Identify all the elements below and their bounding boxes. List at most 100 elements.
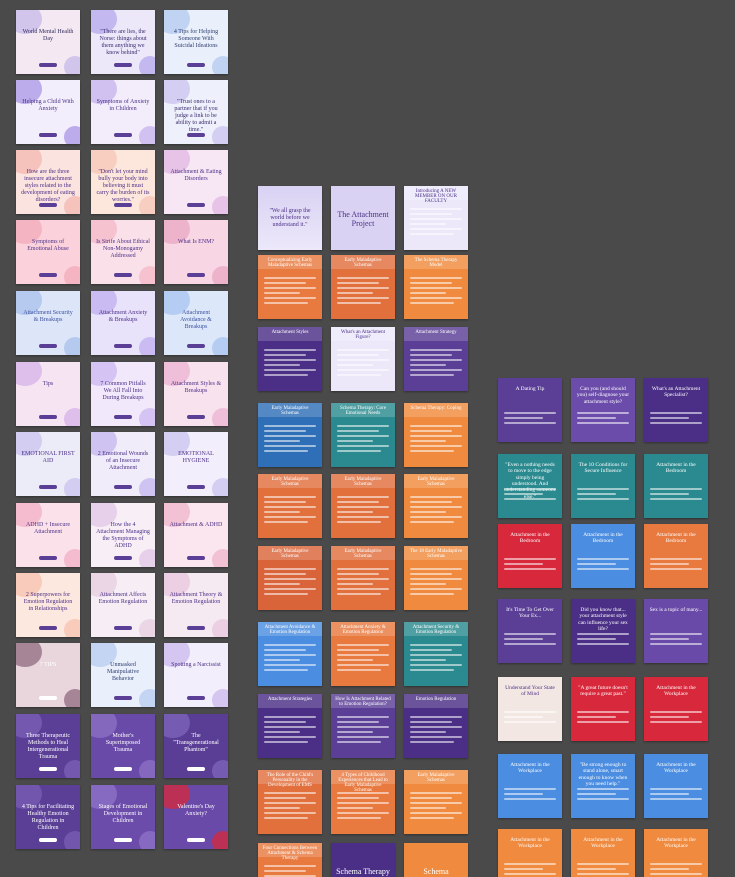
thumbnail-tile[interactable]: Attachment in the Workplace bbox=[571, 829, 635, 877]
thumbnail-tile[interactable]: Early Maladaptive Schemas bbox=[404, 770, 468, 834]
thumbnail-tile[interactable]: The 10 Conditions for Secure Influence bbox=[571, 454, 635, 518]
tile-header bbox=[404, 474, 468, 488]
thumbnail-tile[interactable]: 7 TIPS bbox=[16, 643, 80, 707]
thumbnail-tile[interactable]: Early Maladaptive Schemas bbox=[404, 474, 468, 538]
thumbnail-tile[interactable]: It's Time To Get Over Your Ex... bbox=[498, 599, 562, 663]
thumbnail-tile[interactable]: Attachment in the Bedroom bbox=[498, 524, 562, 588]
thumbnail-tile[interactable]: Can you (and should you) self-diagnose y… bbox=[571, 378, 635, 442]
thumbnail-tile[interactable]: Early Maladaptive Schemas bbox=[258, 474, 322, 538]
thumbnail-tile[interactable]: What's an Attachment Figure? bbox=[331, 327, 395, 391]
thumbnail-tile[interactable]: Attachment Avoidance & Emotion Regulatio… bbox=[258, 622, 322, 686]
thumbnail-tile[interactable]: Attachment & Eating Disorders bbox=[164, 150, 228, 214]
thumbnail-tile[interactable]: Attachment in the Bedroom bbox=[644, 524, 708, 588]
thumbnail-tile[interactable]: 2 Superpowers for Emotion Regulation in … bbox=[16, 573, 80, 637]
thumbnail-tile[interactable]: Understand Your State of Mind bbox=[498, 677, 562, 741]
thumbnail-tile[interactable]: Attachment in the Workplace bbox=[498, 754, 562, 818]
thumbnail-tile[interactable]: Attachment Security & Breakups bbox=[16, 291, 80, 355]
thumbnail-tile[interactable]: Attachment Strategies bbox=[258, 694, 322, 758]
thumbnail-tile[interactable]: World Mental Health Day bbox=[16, 10, 80, 74]
tile-header bbox=[331, 694, 395, 708]
thumbnail-tile[interactable]: Attachment Strategy bbox=[404, 327, 468, 391]
thumbnail-tile[interactable]: How the 4 Attachment Managing the Sympto… bbox=[91, 503, 155, 567]
thumbnail-tile[interactable]: EMOTIONAL HYGIENE bbox=[164, 432, 228, 496]
thumbnail-tile[interactable]: "Don't let your mind bully your body int… bbox=[91, 150, 155, 214]
thumbnail-tile[interactable]: Early Maladaptive Schemas bbox=[331, 255, 395, 319]
thumbnail-tile[interactable]: Sex is a topic of many... bbox=[644, 599, 708, 663]
thumbnail-tile[interactable]: "A great future doesn't require a great … bbox=[571, 677, 635, 741]
thumbnail-tile[interactable]: Early Maladaptive Schemas bbox=[331, 474, 395, 538]
thumbnail-tile[interactable]: Schema Therapy bbox=[331, 843, 395, 877]
thumbnail-tile[interactable]: Schema Therapy? bbox=[404, 843, 468, 877]
thumbnail-tile[interactable]: 4 Tips for Helping Someone With Suicidal… bbox=[164, 10, 228, 74]
thumbnail-tile[interactable]: 4 Types of Childhood Experiences that Le… bbox=[331, 770, 395, 834]
thumbnail-tile[interactable]: "Trust ones to a partner that if you jud… bbox=[164, 80, 228, 144]
thumbnail-tile[interactable]: EMOTIONAL FIRST AID bbox=[16, 432, 80, 496]
thumbnail-tile[interactable]: Attachment in the Workplace bbox=[498, 829, 562, 877]
thumbnail-tile[interactable]: Conceptualizing Early Maladaptive Schema… bbox=[258, 255, 322, 319]
thumbnail-tile[interactable]: "There are lies, the Norse: things about… bbox=[91, 10, 155, 74]
thumbnail-tile[interactable]: How Is Attachment Related to Emotion Reg… bbox=[331, 694, 395, 758]
thumbnail-tile[interactable]: Three Therapeutic Methods to Heal Interg… bbox=[16, 714, 80, 778]
thumbnail-tile[interactable]: Early Maladaptive Schemas bbox=[258, 546, 322, 610]
thumbnail-tile[interactable]: Attachment Security & Emotion Regulation bbox=[404, 622, 468, 686]
tile-header bbox=[258, 770, 322, 784]
thumbnail-tile[interactable]: 7 Common Pitfalls We All Fall Into Durin… bbox=[91, 362, 155, 426]
thumbnail-tile[interactable]: Attachment in the Workplace bbox=[644, 677, 708, 741]
thumbnail-tile[interactable]: Introducing A NEW MEMBER ON OUR FACULTY bbox=[404, 186, 468, 250]
thumbnail-tile[interactable]: Four Connections Between Attachment & Sc… bbox=[258, 843, 322, 877]
text-lines bbox=[650, 488, 702, 503]
thumbnail-tile[interactable]: Attachment Theory & Emotion Regulation bbox=[164, 573, 228, 637]
thumbnail-tile[interactable]: What's an Attachment Specialist? bbox=[644, 378, 708, 442]
thumbnail-tile[interactable]: The Attachment Project bbox=[331, 186, 395, 250]
thumbnail-tile[interactable]: Attachment Styles bbox=[258, 327, 322, 391]
thumbnail-tile[interactable]: Attachment in the Workplace bbox=[644, 829, 708, 877]
thumbnail-tile[interactable]: The Role of the Child's Personality in t… bbox=[258, 770, 322, 834]
thumbnail-tile[interactable]: Did you know that... your attachment sty… bbox=[571, 599, 635, 663]
thumbnail-tile[interactable]: Attachment Affects Emotion Regulation bbox=[91, 573, 155, 637]
thumbnail-tile[interactable]: Tips bbox=[16, 362, 80, 426]
text-lines bbox=[337, 349, 389, 379]
tile-header bbox=[404, 694, 468, 708]
text-lines bbox=[650, 633, 702, 648]
tile-title: The Schema Therapy Model bbox=[414, 258, 458, 268]
thumbnail-tile[interactable]: Attachment Anxiety & Breakups bbox=[91, 291, 155, 355]
thumbnail-tile[interactable]: "Even a nothing needs to move to the edg… bbox=[498, 454, 562, 518]
thumbnail-tile[interactable]: 4 Tips for Facilitating Healthy Emotion … bbox=[16, 785, 80, 849]
thumbnail-tile[interactable]: Stages of Emotional Development in Child… bbox=[91, 785, 155, 849]
thumbnail-tile[interactable]: Early Maladaptive Schemas bbox=[258, 403, 322, 467]
thumbnail-tile[interactable]: The "Transgenerational Phantom" bbox=[164, 714, 228, 778]
thumbnail-tile[interactable]: Attachment Styles & Breakups bbox=[164, 362, 228, 426]
thumbnail-tile[interactable]: Emotion Regulation bbox=[404, 694, 468, 758]
tile-title: ADHD + Insecure Attachment bbox=[25, 522, 71, 536]
thumbnail-tile[interactable]: Attachment in the Bedroom bbox=[571, 524, 635, 588]
thumbnail-tile[interactable]: How are the three insecure attachment st… bbox=[16, 150, 80, 214]
thumbnail-tile[interactable]: Early Maladaptive Schemas bbox=[331, 546, 395, 610]
thumbnail-tile[interactable]: Attachment in the Bedroom bbox=[644, 454, 708, 518]
thumbnail-tile[interactable]: Attachment in the Workplace bbox=[644, 754, 708, 818]
thumbnail-tile[interactable]: What Is ENM? bbox=[164, 220, 228, 284]
thumbnail-tile[interactable]: 2 Emotional Wounds of an Insecure Attach… bbox=[91, 432, 155, 496]
thumbnail-tile[interactable]: "Be strong enough to stand alone, smart … bbox=[571, 754, 635, 818]
thumbnail-tile[interactable]: Schema Therapy: Core Emotional Needs bbox=[331, 403, 395, 467]
thumbnail-tile[interactable]: Attachment Avoidance & Breakups bbox=[164, 291, 228, 355]
thumbnail-tile[interactable]: ADHD + Insecure Attachment bbox=[16, 503, 80, 567]
thumbnail-tile[interactable]: Is Strife About Ethical Non-Monogamy Add… bbox=[91, 220, 155, 284]
tile-title: Attachment Security & Breakups bbox=[23, 310, 73, 324]
thumbnail-tile[interactable]: Symptoms of Anxiety in Children bbox=[91, 80, 155, 144]
tile-title: Early Maladaptive Schemas bbox=[417, 773, 455, 783]
thumbnail-tile[interactable]: Symptoms of Emotional Abuse bbox=[16, 220, 80, 284]
thumbnail-tile[interactable]: Attachment Anxiety & Emotion Regulation bbox=[331, 622, 395, 686]
thumbnail-tile[interactable]: Unmasked Manipulative Behavior bbox=[91, 643, 155, 707]
tile-title: Symptoms of Emotional Abuse bbox=[27, 239, 69, 253]
thumbnail-tile[interactable]: Attachment & ADHD bbox=[164, 503, 228, 567]
thumbnail-tile[interactable]: Helping a Child With Anxiety bbox=[16, 80, 80, 144]
thumbnail-tile[interactable]: Valentine's Day Anxiety? bbox=[164, 785, 228, 849]
thumbnail-tile[interactable]: Schema Therapy: Coping bbox=[404, 403, 468, 467]
thumbnail-tile[interactable]: Mother's Superimposed Trauma bbox=[91, 714, 155, 778]
thumbnail-tile[interactable]: The 18 Early Maladaptive Schemas bbox=[404, 546, 468, 610]
decorative-blob bbox=[139, 408, 155, 426]
thumbnail-tile[interactable]: Spotting a Narcissist bbox=[164, 643, 228, 707]
thumbnail-tile[interactable]: "We all grasp the world before we unders… bbox=[258, 186, 322, 250]
thumbnail-tile[interactable]: The Schema Therapy Model bbox=[404, 255, 468, 319]
thumbnail-tile[interactable]: A Dating Tip bbox=[498, 378, 562, 442]
